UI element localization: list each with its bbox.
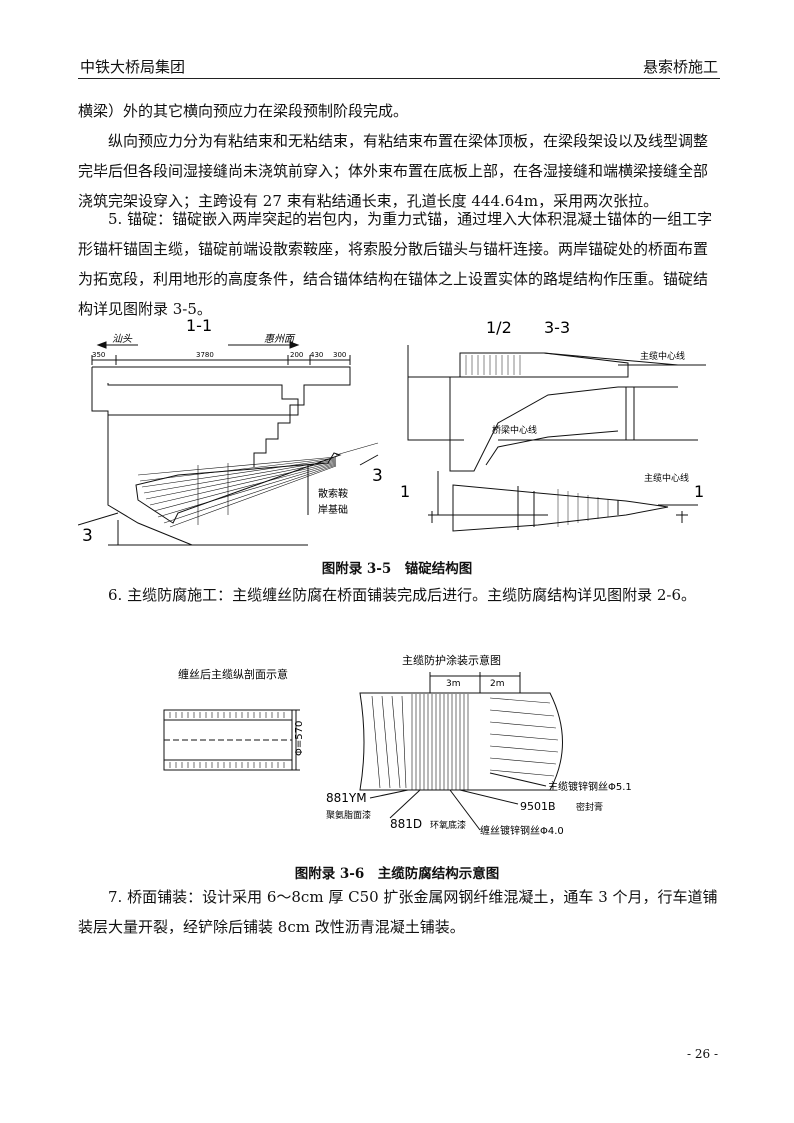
figure-caption-cable-protection: 图附录 3-6 主缆防腐结构示意图 [294, 866, 500, 882]
page-header: 中铁大桥局集团 悬索桥施工 [78, 52, 720, 79]
label-main-wire: 主缆镀锌钢丝Φ5.1 [548, 780, 632, 793]
label-881ym: 881YM [326, 791, 367, 805]
page-number: - 26 - [686, 1047, 718, 1061]
anchorage-drawing: 1-1 汕头 惠州面 350 3780 200 430 300 散索鞍 岸基础 … [78, 316, 706, 546]
dim-3m: 3m [446, 679, 461, 689]
paragraph-corrosion: 6. 主缆防腐施工：主缆缠丝防腐在桥面铺装完成后进行。主缆防腐结构详见图附录 2… [108, 586, 697, 604]
dim-350: 350 [92, 351, 105, 359]
cut-mark-bottom: 3 [82, 526, 93, 546]
label-sealant: 密封膏 [576, 801, 603, 813]
direction-left-label: 汕头 [112, 333, 133, 345]
diameter-label: Φ=570 [294, 721, 305, 756]
saddle-label: 散索鞍 [318, 487, 348, 500]
paragraph-continuation: 横梁）外的其它横向预应力在梁段预制阶段完成。 [78, 102, 409, 120]
figure-caption-anchorage: 图附录 3-5 锚碇结构图 [321, 561, 473, 577]
cut-mark-top: 3 [372, 466, 383, 486]
strand-fan [137, 442, 379, 528]
cable-protection-drawing: 缠丝后主缆纵剖面示意 Φ=570 主缆防护涂装示意图 3m 2m 主缆镀锌钢丝Φ… [163, 653, 632, 837]
cable-center-bottom-label: 主缆中心线 [644, 472, 689, 484]
label-wrap-wire: 缠丝镀锌钢丝Φ4.0 [480, 824, 564, 837]
dim-2m: 2m [490, 679, 505, 689]
label-881d: 881D [390, 817, 422, 831]
header-section: 悬索桥施工 [642, 58, 718, 76]
label-pu-topcoat: 聚氨脂面漆 [326, 809, 371, 821]
bridge-center-label: 桥梁中心线 [492, 424, 537, 436]
dim-200: 200 [290, 351, 303, 359]
paragraph-deck-paving: 7. 桥面铺装：设计采用 6～8cm 厚 C50 扩张金属网钢纤维混凝土，通车 … [78, 888, 718, 936]
longitudinal-section-title: 缠丝后主缆纵剖面示意 [178, 667, 288, 681]
view-title-1-1: 1-1 [186, 316, 212, 335]
cable-center-top-label: 主缆中心线 [640, 350, 685, 362]
dim-430: 430 [310, 351, 323, 359]
paragraph-prestress: 纵向预应力分为有粘结束和无粘结束，有粘结束布置在梁体顶板，在梁段架设以及线型调整… [78, 132, 709, 210]
dim-3780: 3780 [196, 351, 214, 359]
view-title-half: 1/2 [486, 318, 512, 337]
direction-right-label: 惠州面 [264, 333, 296, 345]
label-epoxy-primer: 环氧底漆 [430, 819, 466, 831]
view-title-3-3: 3-3 [544, 318, 570, 337]
paragraph-anchorage: 5. 锚碇：锚碇嵌入两岸突起的岩包内，为重力式锚，通过埋入大体积混凝土锚体的一组… [78, 210, 713, 318]
section-mark-left: 1 [400, 482, 410, 501]
section-mark-right: 1 [694, 482, 704, 501]
foundation-label: 岸基础 [318, 503, 348, 516]
dim-300: 300 [333, 351, 346, 359]
header-org: 中铁大桥局集团 [80, 58, 186, 76]
coating-title: 主缆防护涂装示意图 [402, 653, 501, 667]
label-9501b: 9501B [520, 800, 556, 813]
